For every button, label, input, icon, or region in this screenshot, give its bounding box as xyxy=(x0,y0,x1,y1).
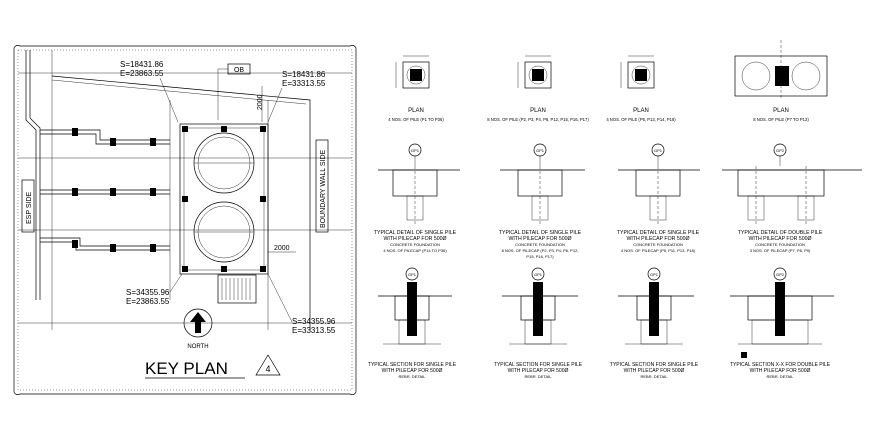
sheet-number-triangle xyxy=(255,354,281,376)
plan-4-title: PLAN xyxy=(773,108,789,114)
detail-3: GP1 TYPICAL DETAIL OF SINGLE PILE WITH P… xyxy=(617,143,700,253)
section-2-line3: REBR. DETAIL xyxy=(524,374,552,379)
section-1-line2: WITH PILECAP FOR 500Ø xyxy=(382,368,443,374)
section-3-line3: REBR. DETAIL xyxy=(640,374,668,379)
plan-2-caption: 8 NOS. OF PILE (P2, P3, P4, P6, P12, P15… xyxy=(487,117,589,122)
plan-3: PLAN 4 NOS. OF PILE (P5, P13, P14, P18) xyxy=(606,55,676,122)
section-1-tag: GP1 xyxy=(408,272,417,277)
plan-2-title: PLAN xyxy=(530,108,546,114)
north-arrow-icon xyxy=(183,308,213,338)
detail-1-line1: TYPICAL DETAIL OF SINGLE PILE xyxy=(374,230,457,236)
ob-label: OB xyxy=(234,67,244,74)
tank-building xyxy=(179,123,269,275)
section-4-tag: GP2 xyxy=(776,272,785,277)
detail-3-line1: TYPICAL DETAIL OF SINGLE PILE xyxy=(617,230,700,236)
coord-top-right-s: S=18431.86 xyxy=(282,70,326,79)
detail-3-line3: CONCRETE FOUNDATION xyxy=(633,242,683,247)
detail-2-tag: GP1 xyxy=(536,148,545,153)
north-label: NORTH xyxy=(187,344,208,350)
section-2-line1: TYPICAL SECTION FOR SINGLE PILE xyxy=(494,362,583,368)
plan-4: PLAN 8 NOS. OF PILE (P7 TO P13) xyxy=(734,40,828,122)
plan-4-caption: 8 NOS. OF PILE (P7 TO P13) xyxy=(753,117,809,122)
detail-4-tag: GP2 xyxy=(776,148,785,153)
detail-1-line4: 4 NOS. OF PILECAP (P14 TO P36) xyxy=(383,248,447,253)
section-4-line2: WITH PILECAP FOR 500Ø xyxy=(750,368,811,374)
detail-2-line3: CONCRETE FOUNDATION xyxy=(515,242,565,247)
detail-3-tag: GP1 xyxy=(654,148,663,153)
key-plan-sheet: OB S=18431.86 E=23863.55 S=18431.86 E=33… xyxy=(13,44,357,396)
coord-bottom-right-s: S=34355.96 xyxy=(292,317,336,326)
boundary-wall-label: BOUNDARY WALL SIDE xyxy=(320,149,327,228)
detail-1-line2: WITH PILECAP FOR 500Ø xyxy=(383,236,446,242)
section-2-line2: WITH PILECAP FOR 500Ø xyxy=(508,368,569,374)
coord-top-left-s: S=18431.86 xyxy=(120,60,164,69)
dim-top: 2000 xyxy=(257,94,264,110)
detail-4-line1: TYPICAL DETAIL OF DOUBLE PILE xyxy=(738,230,823,236)
detail-1-tag: GP1 xyxy=(411,148,420,153)
detail-4-line3: CONCRETE FOUNDATION xyxy=(755,242,805,247)
plan-3-title: PLAN xyxy=(633,108,649,114)
key-plan-title: KEY PLAN xyxy=(145,359,228,378)
plan-1-title: PLAN xyxy=(408,108,424,114)
plan-2: PLAN 8 NOS. OF PILE (P2, P3, P4, P6, P12… xyxy=(487,55,589,122)
section-1-line3: REBR. DETAIL xyxy=(398,374,426,379)
plan-3-caption: 4 NOS. OF PILE (P5, P13, P14, P18) xyxy=(606,117,676,122)
section-2-tag: GP1 xyxy=(534,272,543,277)
plan-1: PLAN 4 NOS. OF PILE (P1 TO P36) xyxy=(388,55,444,122)
detail-1: GP1 TYPICAL DETAIL OF SINGLE PILE WITH P… xyxy=(374,143,460,253)
detail-4: GP2 TYPICAL DETAIL OF DOUBLE PILE WITH P… xyxy=(722,143,862,253)
detail-1-line3: CONCRETE FOUNDATION xyxy=(390,242,440,247)
detail-2-line5: P15, P16, P17) xyxy=(526,254,554,259)
section-4-line3: REBR. DETAIL xyxy=(766,374,794,379)
coord-top-right-e: E=33313.55 xyxy=(282,79,326,88)
detail-4-line4: 3 NOS. OF PILECAP (P7, P8, P9) xyxy=(750,248,811,253)
coord-bottom-left-e: E=23863.55 xyxy=(126,297,170,306)
section-2: GP1 TYPICAL SECTION FOR SINGLE PILE WITH… xyxy=(494,267,583,379)
coord-bottom-left-s: S=34355.96 xyxy=(126,288,170,297)
detail-2-line4: 8 NOS. OF PILECAP (P2, P3, P4, P6, P12, xyxy=(502,248,579,253)
section-3-tag: GP1 xyxy=(650,272,659,277)
section-4: GP2 TYPICAL SECTION X-X FOR DOUBLE PILE … xyxy=(730,267,834,379)
detail-2-line1: TYPICAL DETAIL OF SINGLE PILE xyxy=(499,230,582,236)
esp-side-label: ESP SIDE xyxy=(26,192,33,224)
section-3-line2: WITH PILECAP FOR 500Ø xyxy=(624,368,685,374)
detail-3-line4: 4 NOS. OF PILECAP (P5, P11, P13, P18) xyxy=(621,248,696,253)
detail-2: GP1 TYPICAL DETAIL OF SINGLE PILE WITH P… xyxy=(499,143,585,259)
section-3-line1: TYPICAL SECTION FOR SINGLE PILE xyxy=(610,362,699,368)
detail-4-line2: WITH PILECAP FOR 500Ø xyxy=(748,236,811,242)
sheet-number: 4 xyxy=(265,364,270,374)
coord-top-left-e: E=23863.55 xyxy=(120,69,164,78)
detail-3-line2: WITH PILECAP FOR 500Ø xyxy=(626,236,689,242)
coord-bottom-right-e: E=33313.55 xyxy=(292,326,336,335)
section-4-line1: TYPICAL SECTION X-X FOR DOUBLE PILE xyxy=(730,362,831,368)
sheet-border xyxy=(13,44,357,396)
detail-2-line2: WITH PILECAP FOR 500Ø xyxy=(508,236,571,242)
dim-bottom: 2000 xyxy=(274,245,290,252)
section-1: GP1 TYPICAL SECTION FOR SINGLE PILE WITH… xyxy=(368,267,457,379)
section-3: GP1 TYPICAL SECTION FOR SINGLE PILE WITH… xyxy=(610,267,699,379)
section-1-line1: TYPICAL SECTION FOR SINGLE PILE xyxy=(368,362,457,368)
plan-1-caption: 4 NOS. OF PILE (P1 TO P36) xyxy=(388,117,444,122)
